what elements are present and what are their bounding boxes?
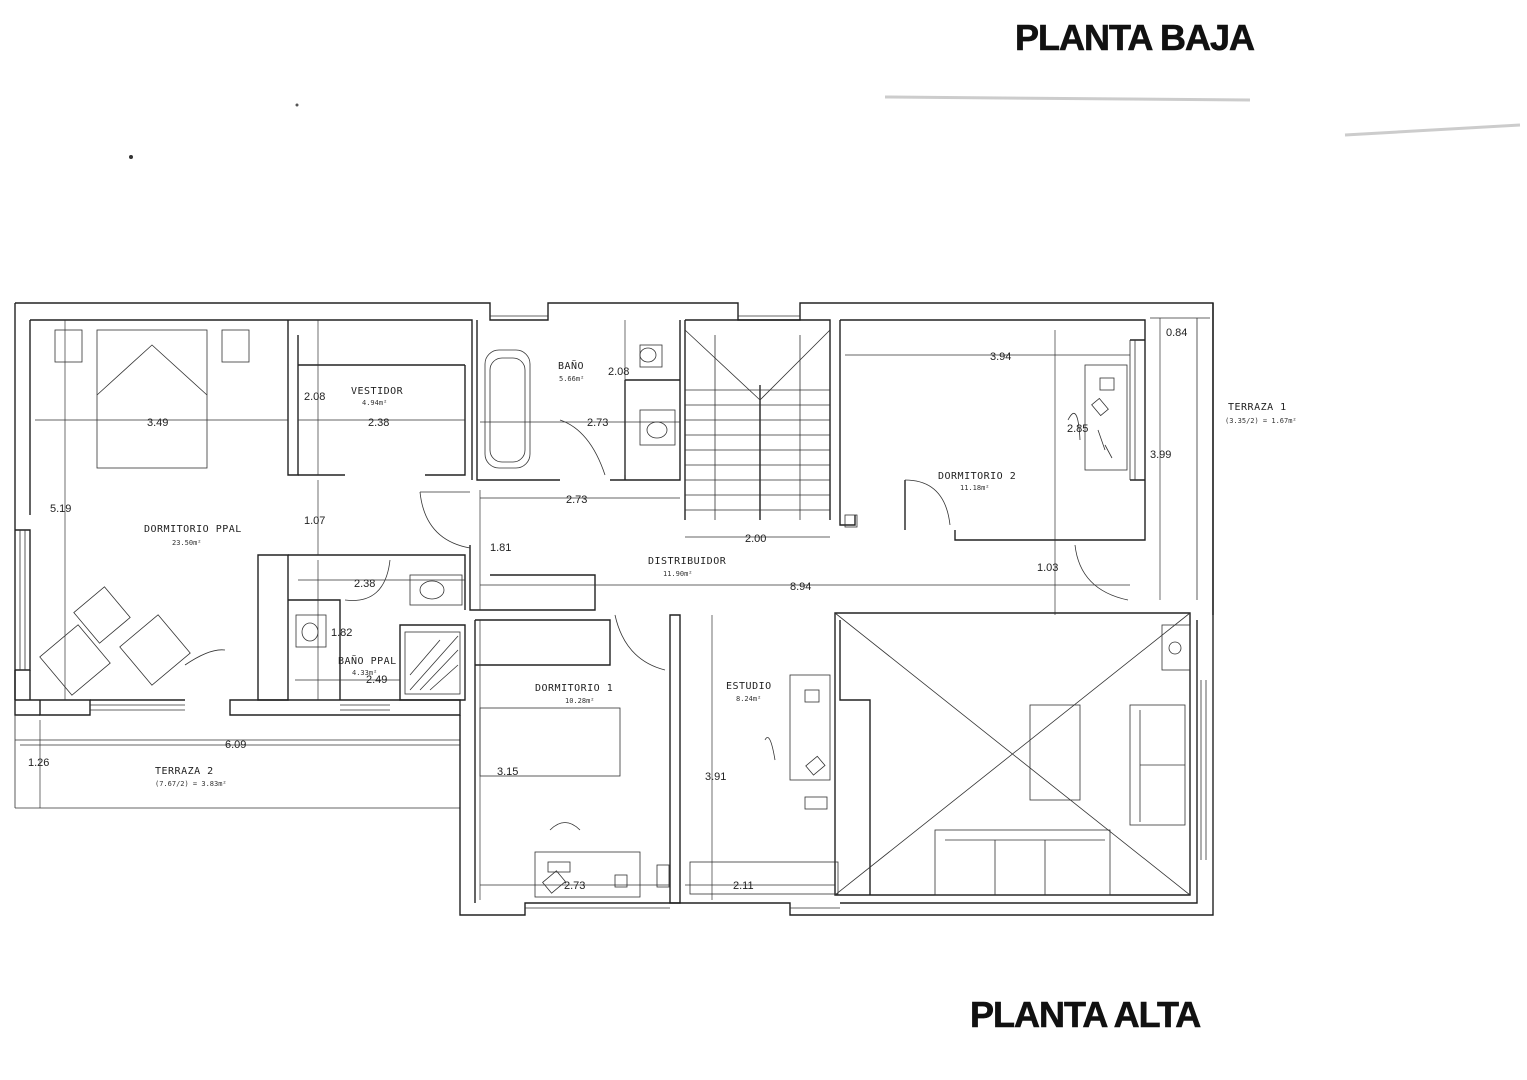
dim-vestidor-width: 2.38 (368, 417, 389, 429)
dimension-lines (20, 317, 1210, 900)
room-estudio-name: ESTUDIO (726, 681, 772, 692)
staircase (684, 329, 831, 520)
room-labels: DORMITORIO PPAL 23.50m² VESTIDOR 4.94m² … (144, 359, 1297, 788)
desk (534, 851, 641, 898)
room-terraza-1-area: (3.35/2) = 1.67m² (1225, 417, 1297, 425)
dim-banoppal-height: 1.82 (331, 627, 352, 639)
room-bano-ppal-area: 4.33m² (352, 669, 377, 677)
windows (19, 315, 1207, 909)
dim-distribuidor-length: 8.94 (790, 581, 811, 593)
shower (404, 631, 461, 695)
room-dormitorio-2-area: 11.18m² (960, 484, 990, 492)
sink (295, 614, 327, 648)
room-terraza-2-name: TERRAZA 2 (155, 766, 214, 777)
bathtub (484, 349, 531, 469)
dim-terraza2-height: 1.26 (28, 757, 49, 769)
room-dormitorio-1-area: 10.28m² (565, 697, 595, 705)
dim-hall-width: 2.73 (566, 494, 587, 506)
dim-dormppal-width: 3.49 (147, 417, 168, 429)
dim-stair-width: 2.00 (745, 533, 766, 545)
dim-dorm1-width: 2.73 (564, 880, 585, 892)
sink (639, 409, 676, 446)
room-vestidor-name: VESTIDOR (351, 386, 404, 397)
dim-bano-height: 2.08 (608, 366, 629, 378)
dim-estudio-width: 2.11 (733, 880, 754, 892)
dim-vestidor-height: 2.08 (304, 391, 325, 403)
sofa (934, 829, 1111, 896)
dim-terraza1-width: 0.84 (1166, 327, 1187, 339)
dim-banoppal-width: 2.38 (354, 578, 375, 590)
title-planta-alta: PLANTA ALTA (970, 994, 1201, 1035)
dim-dorm1-height: 3.15 (497, 766, 518, 778)
scan-smudge-top (884, 95, 1251, 102)
room-terraza-2-area: (7.67/2) = 3.83m² (155, 780, 227, 788)
dim-dorm2-width: 3.94 (990, 351, 1011, 363)
toilet (409, 574, 463, 606)
dim-dorm2-height: 2.85 (1067, 423, 1088, 435)
double-bed (96, 329, 208, 469)
room-vestidor-area: 4.94m² (362, 399, 387, 407)
room-dormitorio-ppal-area: 23.50m² (172, 539, 202, 547)
room-estudio-area: 8.24m² (736, 695, 761, 703)
desk (789, 674, 831, 781)
exterior-walls (14, 302, 1214, 916)
title-planta-baja: PLANTA BAJA (1015, 17, 1255, 58)
room-terraza-1-name: TERRAZA 1 (1228, 402, 1287, 413)
room-distribuidor-area: 11.90m² (663, 570, 693, 578)
desk (1084, 364, 1128, 471)
dim-dorm2-gap: 1.03 (1037, 562, 1058, 574)
nightstand (54, 329, 83, 363)
scan-speck (129, 155, 133, 159)
nightstand (221, 329, 250, 363)
scan-smudge-right (1344, 123, 1521, 137)
furniture (39, 329, 1191, 898)
dim-estudio-height: 3.91 (705, 771, 726, 783)
void-cross (834, 612, 1191, 896)
dim-bano-width: 2.73 (587, 417, 608, 429)
room-dormitorio-2-name: DORMITORIO 2 (938, 471, 1016, 482)
room-distribuidor-name: DISTRIBUIDOR (648, 556, 727, 567)
room-dormitorio-1-name: DORMITORIO 1 (535, 683, 613, 694)
dim-hall-gap: 1.07 (304, 515, 325, 527)
room-bano-area: 5.66m² (559, 375, 584, 383)
shelf (689, 861, 839, 895)
interior-walls (257, 319, 1191, 904)
dimension-labels: 3.49 5.19 2.08 2.38 2.08 2.73 2.73 2.00 … (28, 327, 1187, 892)
dim-terraza2-width: 6.09 (225, 739, 246, 751)
dim-dormppal-height: 5.19 (50, 503, 71, 515)
room-dormitorio-ppal-name: DORMITORIO PPAL (144, 524, 242, 535)
dim-banoppal-width2: 2.49 (366, 674, 387, 686)
room-bano-ppal-name: BAÑO PPAL (338, 654, 397, 667)
room-bano-name: BAÑO (558, 359, 584, 372)
doors (184, 419, 1129, 671)
dim-terraza1-height: 3.99 (1150, 449, 1171, 461)
scan-speck (295, 103, 299, 107)
dim-hall-height: 1.81 (490, 542, 511, 554)
